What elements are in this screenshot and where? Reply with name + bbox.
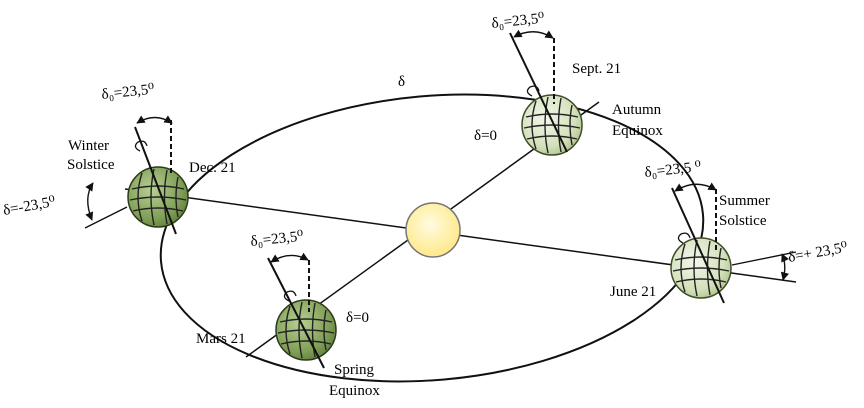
- summer-angle-label: δ=+ 23,5⁰: [787, 240, 849, 266]
- summer-title-line2: Solstice: [719, 213, 767, 229]
- rotation-curl: [134, 140, 148, 152]
- angle-arc: [85, 182, 94, 221]
- spring-tilt-label: δ₀=23,5⁰: [250, 229, 304, 250]
- winter-angle-label: δ=-23,5⁰: [2, 194, 57, 219]
- summer-title-line1: Summer: [719, 193, 770, 209]
- spring-equinox-group: δ₀=23,5⁰ δ=0 Mars 21 Spring Equinox: [196, 229, 380, 399]
- earth-icon: [670, 237, 732, 299]
- angle-arc: [780, 253, 790, 281]
- autumn-angle-label: δ=0: [474, 128, 497, 144]
- axis-line: [267, 257, 325, 369]
- autumn-date: Sept. 21: [572, 61, 621, 77]
- orbit-ellipse: [159, 93, 705, 383]
- summer-tilt-label: δ₀=23,5 ⁰: [644, 159, 702, 181]
- earth-icon: [127, 166, 189, 228]
- spring-title-line2: Equinox: [329, 383, 380, 399]
- winter-tilt-label: δ₀=23,5⁰: [101, 82, 155, 103]
- tilt-arc: [136, 115, 173, 124]
- axis-line: [509, 32, 568, 153]
- spring-date: Mars 21: [196, 331, 246, 347]
- orbit-delta-label: δ: [398, 74, 405, 90]
- tilt-arc: [674, 182, 717, 192]
- autumn-equinox-group: δ₀=23,5⁰ Sept. 21 Autumn Equinox δ=0: [474, 11, 663, 156]
- axis-line: [134, 126, 177, 235]
- earth-icon: [275, 299, 337, 361]
- rotation-curl: [283, 290, 297, 302]
- winter-date: Dec. 21: [189, 160, 236, 176]
- spring-title-line1: Spring: [334, 362, 375, 378]
- autumn-title-line2: Equinox: [612, 123, 663, 139]
- summer-solstice-group: δ₀=23,5 ⁰ Summer Solstice June 21 δ=+ 23…: [610, 159, 849, 304]
- spring-angle-label: δ=0: [346, 310, 369, 326]
- axis-line: [671, 187, 725, 304]
- rotation-curl: [677, 232, 691, 244]
- rotation-curl: [526, 85, 540, 97]
- winter-title-line2: Solstice: [67, 157, 115, 173]
- winter-solstice-group: δ₀=23,5⁰ Winter Solstice Dec. 21 δ=-23,5…: [2, 82, 236, 235]
- angle-leg: [84, 206, 128, 229]
- autumn-tilt-label: δ₀=23,5⁰: [491, 11, 545, 32]
- sun-icon: [405, 202, 461, 258]
- summer-date: June 21: [610, 284, 656, 300]
- tilt-arc: [513, 29, 554, 39]
- earth-icon: [521, 94, 583, 156]
- angle-leg: [731, 251, 797, 266]
- autumn-title-line1: Autumn: [612, 102, 662, 118]
- tilt-arc: [270, 252, 309, 263]
- winter-title-line1: Winter: [68, 138, 109, 154]
